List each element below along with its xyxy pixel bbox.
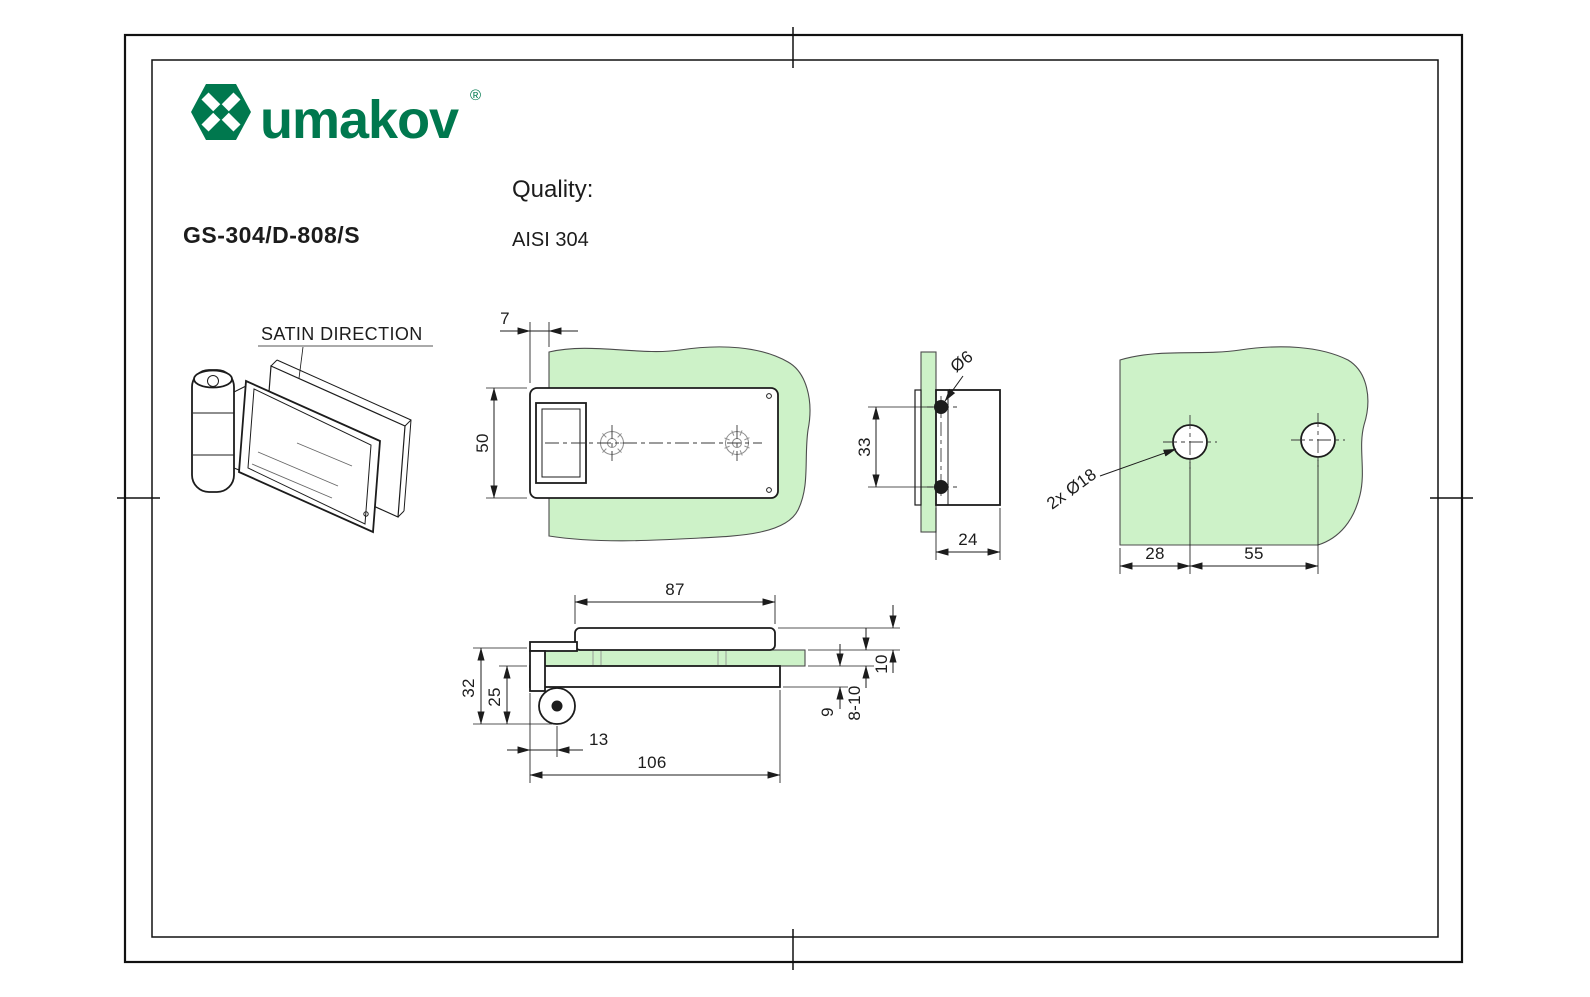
iso-pivot-hole bbox=[207, 375, 219, 387]
view-front: 87 32 25 13 106 10 8-10 9 bbox=[459, 580, 900, 783]
base-plate bbox=[529, 665, 781, 688]
dim-total-height: 32 bbox=[459, 678, 478, 698]
dim-pivot-offset: 13 bbox=[589, 730, 609, 749]
dim-cover-width: 87 bbox=[665, 580, 685, 599]
view-side: Ø6 33 24 bbox=[855, 347, 1001, 560]
label-hole-diameter: Ø6 bbox=[947, 347, 977, 376]
registered-mark: ® bbox=[470, 87, 481, 104]
label-glass-holes: 2x Ø18 bbox=[1043, 465, 1100, 514]
sheet-frame bbox=[117, 27, 1473, 970]
hinge-pin bbox=[551, 700, 563, 712]
view-top: 7 50 bbox=[473, 309, 811, 542]
top-knuckle-boss bbox=[535, 402, 587, 484]
umakov-logo: umakov ® bbox=[191, 84, 481, 150]
quality-label: Quality: bbox=[512, 176, 593, 203]
dim-inner-height: 25 bbox=[485, 687, 504, 707]
dim-glass-thickness: 8-10 bbox=[845, 685, 864, 720]
glass-strip bbox=[544, 649, 806, 667]
dim-base-thickness: 9 bbox=[818, 707, 837, 717]
glass-panel bbox=[1119, 346, 1369, 546]
dim-cover-thickness: 10 bbox=[872, 654, 891, 674]
dim-total-length: 106 bbox=[637, 753, 666, 772]
glass-edge bbox=[920, 351, 937, 533]
dim-plate-height: 50 bbox=[473, 433, 492, 453]
cover-plate bbox=[574, 627, 776, 651]
dim-bracket-depth: 24 bbox=[958, 530, 978, 549]
screw-hole-top bbox=[934, 400, 948, 414]
screw-hole-bottom bbox=[934, 480, 948, 494]
satin-direction-label: SATIN DIRECTION bbox=[261, 324, 423, 344]
center-tick-marks bbox=[117, 27, 1473, 970]
dim-hole-spacing: 33 bbox=[855, 437, 874, 457]
quality-value: AISI 304 bbox=[512, 229, 589, 251]
brand-name: umakov bbox=[260, 90, 459, 150]
satin-texture-lines bbox=[251, 442, 353, 499]
dim-hole-to-hole: 55 bbox=[1244, 544, 1264, 563]
dim-glass-offset: 7 bbox=[500, 309, 510, 328]
view-isometric bbox=[191, 359, 412, 534]
view-glass-panel: 2x Ø18 28 55 bbox=[1043, 346, 1369, 574]
iso-clamp-plate bbox=[238, 379, 381, 534]
dim-hole-edge-distance: 28 bbox=[1145, 544, 1165, 563]
logo-hexagon-icon bbox=[191, 84, 251, 140]
product-code: GS-304/D-808/S bbox=[183, 222, 360, 248]
